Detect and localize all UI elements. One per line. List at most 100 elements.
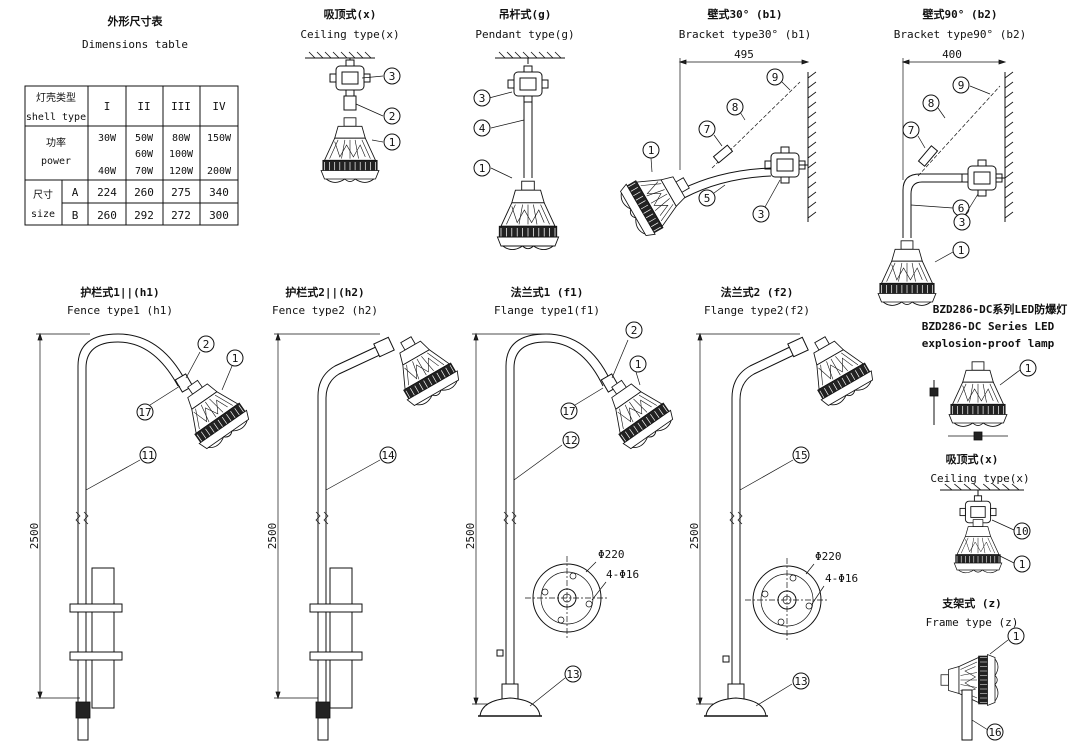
- callout-2-ceiling: 2: [389, 110, 396, 123]
- callout-4-pendant: 4: [479, 122, 486, 135]
- callout-1-f1: 1: [635, 358, 642, 371]
- bracket-b2-title-cn: 壁式90° (b2): [923, 7, 998, 21]
- power-mid-3: 100W: [169, 149, 194, 160]
- ceiling-x-title-cn: 吸顶式(x): [324, 7, 377, 21]
- ceiling-x2-title-en: Ceiling type(x): [930, 472, 1029, 485]
- fence-h2-title-en: Fence type2 (h2): [272, 304, 378, 317]
- view-frame-z: 支架式 (z) Frame type (z) 1 16: [926, 596, 1025, 741]
- callout-17-h1: 17: [138, 406, 151, 419]
- callout-9-b1: 9: [772, 71, 779, 84]
- fence-h1-title-cn: 护栏式1||(h1): [80, 285, 159, 299]
- callout-7-b1: 7: [704, 123, 711, 136]
- power-top-1: 30W: [98, 133, 117, 144]
- view-flange-f2: 法兰式2 (f2) Flange type2(f2) 2500 Φ220 4-Φ…: [688, 285, 878, 717]
- callout-8-b2: 8: [928, 97, 935, 110]
- callout-1-frame: 1: [1013, 630, 1020, 643]
- series-en-2: explosion-proof lamp: [922, 337, 1055, 350]
- col-2: II: [137, 100, 150, 113]
- callout-7-b2: 7: [908, 124, 915, 137]
- callout-10-ceiling2: 10: [1015, 525, 1028, 538]
- row-b-label: B: [72, 209, 79, 222]
- callout-8-b1: 8: [732, 101, 739, 114]
- ceiling-x2-title-cn: 吸顶式(x): [946, 452, 999, 466]
- bracket-b2-dim: 400: [942, 48, 962, 61]
- fence-h2-title-cn: 护栏式2||(h2): [285, 285, 364, 299]
- series-cn: BZD286-DC系列LED防爆灯: [933, 302, 1067, 316]
- callout-9-b2: 9: [958, 79, 965, 92]
- size-en: size: [31, 209, 55, 220]
- callout-1-b2: 1: [958, 244, 965, 257]
- bracket-b1-title-en: Bracket type30° (b1): [679, 28, 811, 41]
- view-fence-h1: 护栏式1||(h1) Fence type1 (h1) 2500 2 1 17 …: [28, 285, 254, 741]
- dimensions-table: 外形尺寸表 Dimensions table 灯壳类型 shell type I…: [24, 14, 239, 226]
- fence-h1-dim: 2500: [28, 523, 41, 550]
- col-3: III: [171, 100, 191, 113]
- pendant-title-cn: 吊杆式(g): [499, 7, 552, 21]
- view-pendant-g: 吊杆式(g) Pendant type(g) 3 4 1: [473, 7, 575, 251]
- callout-5-b1: 5: [704, 192, 711, 205]
- row-b-2: 292: [134, 209, 154, 222]
- frame-z-title-en: Frame type (z): [926, 616, 1019, 629]
- flange-f1-title-en: Flange type1(f1): [494, 304, 600, 317]
- flange-f1-holes: 4-Φ16: [606, 568, 639, 581]
- callout-1-ceiling: 1: [389, 136, 396, 149]
- header-shell-cn: 灯壳类型: [36, 91, 76, 104]
- power-bot-3: 120W: [169, 166, 194, 177]
- view-flange-f1: 法兰式1 (f1) Flange type1(f1) 2500 Φ220 4-Φ…: [464, 285, 678, 717]
- series-en-1: BZD286-DC Series LED: [922, 320, 1055, 333]
- callout-2-f1: 2: [631, 324, 638, 337]
- power-top-2: 50W: [135, 133, 154, 144]
- power-top-3: 80W: [172, 133, 191, 144]
- view-series-lamp: BZD286-DC系列LED防爆灯 BZD286-DC Series LED e…: [922, 302, 1067, 441]
- fence-h1-title-en: Fence type1 (h1): [67, 304, 173, 317]
- power-top-4: 150W: [207, 133, 232, 144]
- size-cn: 尺寸: [33, 188, 53, 201]
- bracket-b1-title-cn: 壁式30° (b1): [708, 7, 783, 21]
- callout-13-f2: 13: [794, 675, 807, 688]
- callout-1-series: 1: [1025, 362, 1032, 375]
- callout-1-b1: 1: [648, 144, 655, 157]
- fence-h2-dim: 2500: [266, 523, 279, 550]
- row-b-1: 260: [97, 209, 117, 222]
- callout-15-f2: 15: [794, 449, 807, 462]
- callout-14-h2: 14: [381, 449, 395, 462]
- table-title-en: Dimensions table: [82, 38, 188, 51]
- flange-f2-title-cn: 法兰式2 (f2): [721, 285, 794, 299]
- callout-3-pendant: 3: [479, 92, 486, 105]
- view-ceiling-x2: 吸顶式(x) Ceiling type(x) 10 1: [930, 452, 1031, 574]
- flange-f2-holes: 4-Φ16: [825, 572, 858, 585]
- pendant-title-en: Pendant type(g): [475, 28, 574, 41]
- flange-f1-title-cn: 法兰式1 (f1): [511, 285, 584, 299]
- callout-3-ceiling: 3: [389, 70, 396, 83]
- row-b-3: 272: [171, 209, 191, 222]
- bracket-b1-dim: 495: [734, 48, 754, 61]
- callout-11-h1: 11: [141, 449, 154, 462]
- view-fence-h2: 护栏式2||(h2) Fence type2 (h2) 2500 14: [266, 285, 464, 741]
- ceiling-x-title-en: Ceiling type(x): [300, 28, 399, 41]
- row-a-3: 275: [171, 186, 191, 199]
- view-ceiling-x: 吸顶式(x) Ceiling type(x) 3 2 1: [300, 7, 401, 183]
- callout-3-b2: 3: [959, 216, 966, 229]
- header-shell-en: shell type: [26, 112, 86, 123]
- flange-f1-dim: 2500: [464, 523, 477, 550]
- col-1: I: [104, 100, 111, 113]
- flange-f1-dia: Φ220: [598, 548, 625, 561]
- frame-z-title-cn: 支架式 (z): [941, 596, 1002, 610]
- flange-f2-title-en: Flange type2(f2): [704, 304, 810, 317]
- bracket-b2-title-en: Bracket type90° (b2): [894, 28, 1026, 41]
- callout-6-b2: 6: [958, 202, 965, 215]
- power-cn: 功率: [46, 136, 66, 149]
- view-bracket-b1: 壁式30° (b1) Bracket type30° (b1) 495 1 5 …: [615, 7, 817, 241]
- row-a-2: 260: [134, 186, 154, 199]
- table-title-cn: 外形尺寸表: [107, 14, 164, 28]
- callout-1-pendant: 1: [479, 162, 486, 175]
- row-a-label: A: [72, 186, 79, 199]
- view-bracket-b2: 壁式90° (b2) Bracket type90° (b2) 400 1 6 …: [877, 7, 1026, 306]
- row-a-4: 340: [209, 186, 229, 199]
- row-b-4: 300: [209, 209, 229, 222]
- callout-17-f1: 17: [562, 405, 575, 418]
- col-4: IV: [212, 100, 226, 113]
- power-bot-1: 40W: [98, 166, 117, 177]
